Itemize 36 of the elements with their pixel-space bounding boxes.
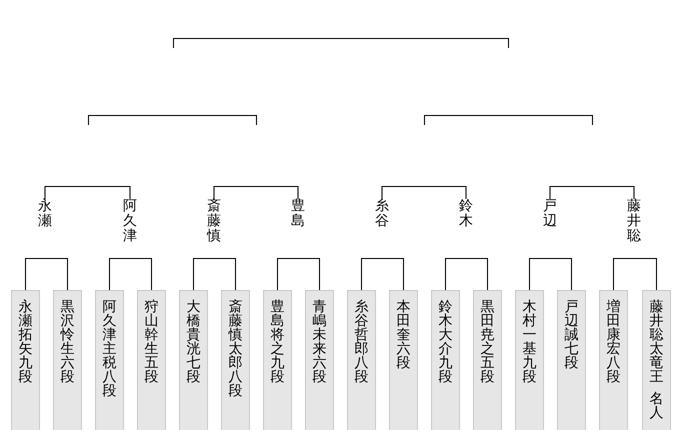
- bracket-line: [550, 186, 634, 200]
- player-box: 戸辺誠七段: [557, 290, 586, 430]
- bracket-line: [382, 186, 466, 200]
- player-box: 本田奎六段: [389, 290, 418, 430]
- player-box: 青嶋未来六段: [305, 290, 334, 430]
- bracket-line: [277, 258, 320, 290]
- player-box: 狩山幹生五段: [137, 290, 166, 430]
- player-name: 豊島: [291, 199, 305, 229]
- player-box: 大橋貴洸七段: [179, 290, 208, 430]
- player-box: 糸谷哲郎八段: [347, 290, 376, 430]
- player-box: 黒田尭之五段: [473, 290, 502, 430]
- player-name: 藤井聡: [627, 199, 641, 244]
- bracket-line: [361, 258, 404, 290]
- bracket-line: [109, 258, 152, 290]
- bracket-line: [214, 186, 298, 200]
- bracket-line: [529, 258, 572, 290]
- player-box: 藤井聡太竜王 名人: [642, 290, 671, 430]
- player-name: 戸辺: [543, 199, 557, 229]
- player-box: 斎藤慎太郎八段: [221, 290, 250, 430]
- player-box: 豊島将之九段: [263, 290, 292, 430]
- player-name: 糸谷: [375, 199, 389, 229]
- bracket-line: [445, 258, 488, 290]
- bracket-line: [193, 258, 236, 290]
- player-name: 阿久津: [123, 199, 137, 244]
- player-name: 永瀬: [38, 199, 52, 229]
- bracket-line: [613, 258, 657, 290]
- player-box: 黒沢怜生六段: [53, 290, 82, 430]
- player-name: 鈴木: [459, 199, 473, 229]
- bracket-line: [25, 258, 68, 290]
- player-box: 永瀬拓矢九段: [11, 290, 40, 430]
- player-name: 斎藤慎: [207, 199, 221, 244]
- player-box: 増田康宏八段: [599, 290, 628, 430]
- player-box: 鈴木大介九段: [431, 290, 460, 430]
- player-box: 木村一基九段: [515, 290, 544, 430]
- bracket-line: [44, 186, 130, 200]
- player-box: 阿久津主税八段: [95, 290, 124, 430]
